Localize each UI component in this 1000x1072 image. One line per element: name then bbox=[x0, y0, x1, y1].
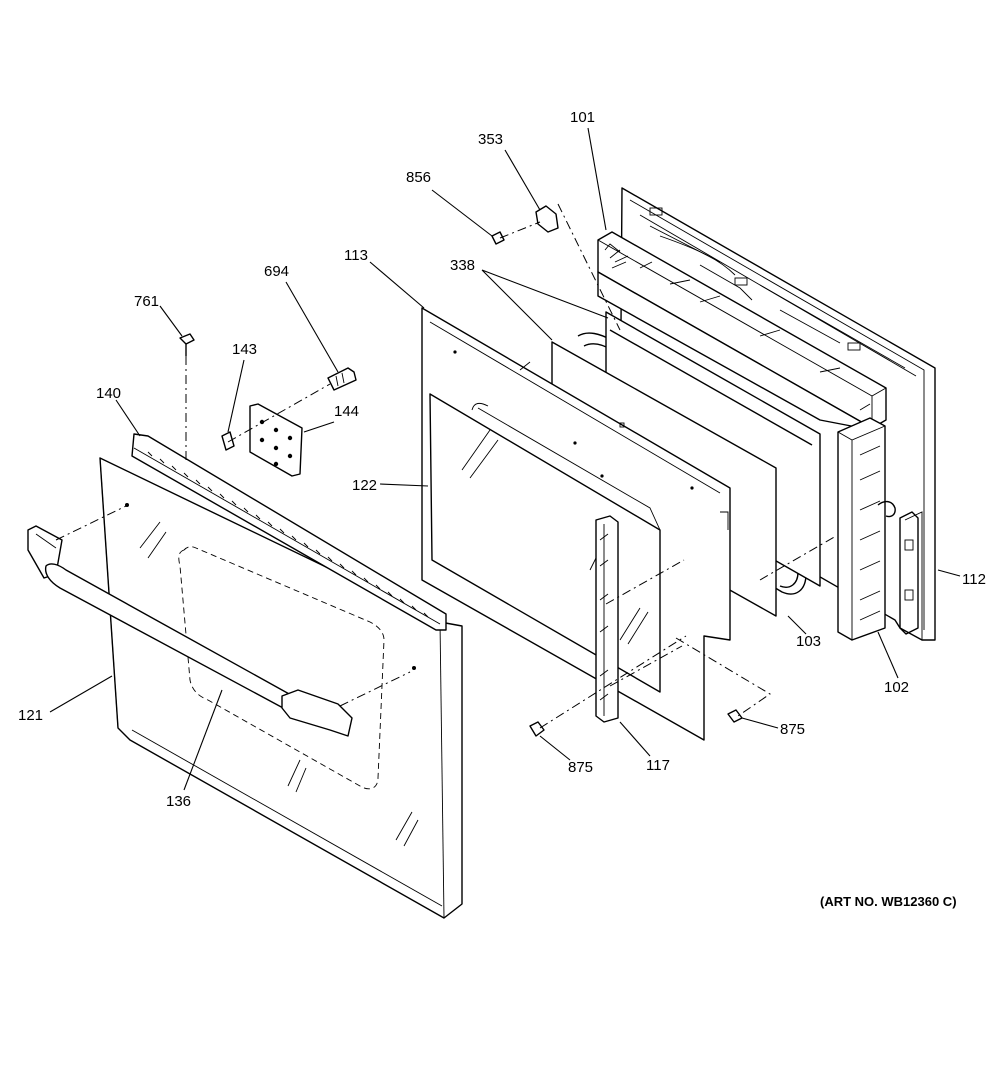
part-label-856: 856 bbox=[406, 169, 431, 186]
part-label-143: 143 bbox=[232, 341, 257, 358]
leader-lines bbox=[49, 127, 961, 791]
top-vent-trim bbox=[131, 433, 447, 631]
hinge-bracket bbox=[595, 515, 619, 723]
part-label-101: 101 bbox=[570, 109, 595, 126]
screw-875-right bbox=[727, 709, 743, 723]
door-handle bbox=[27, 525, 353, 737]
plate-144 bbox=[249, 403, 303, 477]
assembly-lines bbox=[55, 203, 837, 729]
part-label-102: 102 bbox=[884, 679, 909, 696]
part-label-144: 144 bbox=[334, 403, 359, 420]
bolt-694 bbox=[327, 367, 357, 391]
part-label-112: 112 bbox=[962, 571, 986, 588]
insulation-assembly bbox=[597, 231, 887, 431]
part-label-136: 136 bbox=[166, 793, 191, 810]
art-number: (ART NO. WB12360 C) bbox=[820, 894, 957, 909]
screw-761 bbox=[179, 333, 195, 356]
vent-channel bbox=[837, 417, 896, 641]
part-labels: 101 102 103 112 113 117 121 122 136 140 … bbox=[18, 109, 986, 810]
screw-856 bbox=[491, 231, 505, 245]
part-label-103: 103 bbox=[796, 633, 821, 650]
part-label-140: 140 bbox=[96, 385, 121, 402]
part-label-875-left: 875 bbox=[568, 759, 593, 776]
part-label-338: 338 bbox=[450, 257, 475, 274]
part-label-353: 353 bbox=[478, 131, 503, 148]
part-label-694: 694 bbox=[264, 263, 289, 280]
part-label-875-right: 875 bbox=[780, 721, 805, 738]
part-label-121: 121 bbox=[18, 707, 43, 724]
clip-143 bbox=[221, 431, 235, 451]
part-label-117: 117 bbox=[646, 757, 670, 774]
part-label-113: 113 bbox=[344, 247, 368, 264]
bracket-353 bbox=[535, 205, 559, 233]
part-label-761: 761 bbox=[134, 293, 159, 310]
screw-875-left bbox=[529, 721, 545, 737]
part-label-122: 122 bbox=[352, 477, 377, 494]
